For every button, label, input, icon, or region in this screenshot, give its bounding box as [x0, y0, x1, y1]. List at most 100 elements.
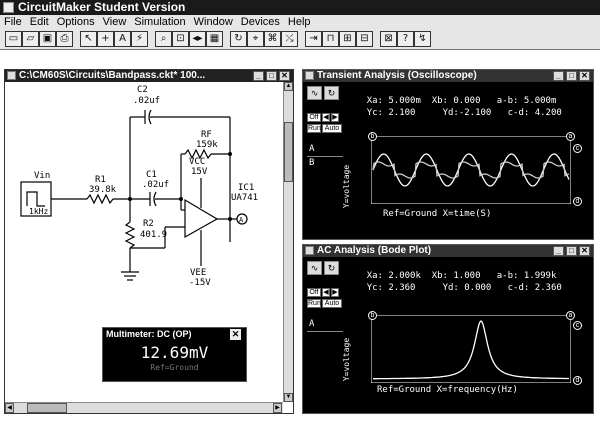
scope-settings-button[interactable]: ∿: [307, 261, 322, 275]
step-forward-button[interactable]: ▶: [331, 288, 339, 297]
capacitor-c2[interactable]: [148, 109, 152, 125]
waveform-icon[interactable]: ⊓: [322, 31, 339, 47]
horizontal-scrollbar[interactable]: ◀ ▶: [5, 402, 283, 413]
zoom-area-icon[interactable]: ⊡: [172, 31, 189, 47]
vertical-scrollbar[interactable]: ▲ ▼: [283, 82, 293, 402]
digital-sim-icon[interactable]: ⌘: [264, 31, 281, 47]
ac-y-axis-label: Y=voltage: [342, 337, 352, 382]
multimeter-title-bar: Multimeter: DC (OP) ✕: [103, 328, 246, 341]
cd-readout: c-d: 2.360: [507, 283, 562, 293]
close-button[interactable]: ✕: [579, 71, 590, 81]
close-button[interactable]: ✕: [579, 246, 590, 256]
ab-readout: a-b: 5.000m: [496, 96, 557, 106]
menu-simulation[interactable]: Simulation: [134, 16, 186, 28]
step-icon[interactable]: ⇥: [305, 31, 322, 47]
r2-label: R2: [143, 219, 154, 229]
save-icon[interactable]: ▣: [39, 31, 56, 47]
trace-icon[interactable]: ⊠: [380, 31, 397, 47]
capacitor-c1[interactable]: [153, 191, 157, 207]
window-icon: [305, 71, 314, 80]
help-icon[interactable]: ?: [397, 31, 414, 47]
zoom-icon[interactable]: ⌕: [155, 31, 172, 47]
multimeter-close-button[interactable]: ✕: [230, 329, 241, 340]
stop-icon[interactable]: ⊟: [356, 31, 373, 47]
search-device-icon[interactable]: ⌖: [247, 31, 264, 47]
probe-tool-icon[interactable]: ⚡: [131, 31, 148, 47]
resistor-rf[interactable]: [184, 148, 212, 160]
menu-edit[interactable]: Edit: [29, 16, 49, 28]
marker-c[interactable]: c: [573, 321, 582, 330]
maximize-button[interactable]: □: [266, 71, 277, 81]
menu-options[interactable]: Options: [56, 16, 95, 28]
menu-help[interactable]: Help: [287, 16, 311, 28]
minimize-button[interactable]: _: [553, 246, 564, 256]
transient-plot[interactable]: [371, 136, 571, 204]
menu-devices[interactable]: Devices: [240, 16, 280, 28]
text-tool-icon[interactable]: A: [114, 31, 131, 47]
auto-button[interactable]: Auto: [322, 299, 342, 308]
c2-value: .02uf: [133, 96, 160, 106]
multimeter-window[interactable]: Multimeter: DC (OP) ✕ 12.69mV Ref=Ground: [102, 327, 247, 382]
ac-readouts: Xa: 2.000k Xb: 1.000 a-b: 1.999k: [345, 260, 557, 293]
yd-readout: Yd: 0.000: [442, 283, 492, 293]
scroll-thumb[interactable]: [284, 122, 293, 182]
multimeter-value: 12.69mV: [140, 343, 209, 362]
run-icon[interactable]: ⊞: [339, 31, 356, 47]
context-help-icon[interactable]: ↯: [414, 31, 431, 47]
scope-reset-button[interactable]: ↻: [324, 261, 339, 275]
probe-a-label: A: [239, 216, 244, 224]
maximize-button[interactable]: □: [566, 71, 577, 81]
minimize-button[interactable]: _: [553, 71, 564, 81]
marker-a[interactable]: a: [566, 132, 575, 141]
close-button[interactable]: ✕: [279, 71, 290, 81]
marker-b[interactable]: b: [368, 132, 377, 141]
scroll-up-button[interactable]: ▲: [284, 82, 293, 91]
run-button[interactable]: Run: [307, 299, 321, 308]
horizontal-scroll-thumb[interactable]: [27, 403, 67, 413]
marker-b[interactable]: b: [368, 311, 377, 320]
maximize-button[interactable]: □: [566, 246, 577, 256]
arrow-tool-icon[interactable]: ↖: [80, 31, 97, 47]
scope-reset-button[interactable]: ↻: [324, 86, 339, 100]
marker-a[interactable]: a: [566, 311, 575, 320]
open-file-icon[interactable]: ▱: [22, 31, 39, 47]
trace-a-label[interactable]: A: [309, 319, 315, 329]
schematic-canvas[interactable]: C2 .02uf RF 159k VCC 15V Vin 1kHz R1 39.…: [5, 82, 283, 402]
trace-divider: [307, 156, 343, 157]
trace-b-label[interactable]: B: [309, 158, 315, 168]
macro-icon[interactable]: ▦: [206, 31, 223, 47]
scope-settings-button[interactable]: ∿: [307, 86, 322, 100]
off-button[interactable]: Off: [307, 288, 321, 297]
print-icon[interactable]: ⎙: [56, 31, 73, 47]
minimize-button[interactable]: _: [253, 71, 264, 81]
ac-plot[interactable]: [371, 315, 571, 383]
menu-file[interactable]: File: [4, 16, 22, 28]
resistor-r1[interactable]: [86, 193, 114, 205]
analog-probe-icon[interactable]: ⤯: [281, 31, 298, 47]
marker-c[interactable]: c: [573, 144, 582, 153]
step-back-button[interactable]: ◀: [322, 288, 330, 297]
resistor-r2[interactable]: [124, 221, 136, 249]
xa-readout: Xa: 5.000m: [366, 96, 421, 106]
ac-analysis-window: AC Analysis (Bode Plot) _ □ ✕ ∿ ↻ Xa: 2.…: [302, 244, 594, 414]
trace-a-label[interactable]: A: [309, 144, 315, 154]
menu-view[interactable]: View: [102, 16, 127, 28]
scroll-down-button[interactable]: ▼: [284, 393, 293, 402]
run-button[interactable]: Run: [307, 124, 321, 133]
scroll-left-button[interactable]: ◀: [5, 403, 14, 413]
auto-button[interactable]: Auto: [322, 124, 342, 133]
trace-divider: [307, 331, 343, 332]
scroll-right-button[interactable]: ▶: [273, 403, 282, 413]
step-back-button[interactable]: ◀: [322, 113, 330, 122]
probe-a[interactable]: [236, 213, 248, 225]
refresh-icon[interactable]: ↻: [230, 31, 247, 47]
marker-d[interactable]: d: [573, 376, 582, 385]
marker-d[interactable]: d: [573, 197, 582, 206]
wire-tool-icon[interactable]: +: [97, 31, 114, 47]
opamp-ic1[interactable]: [184, 198, 219, 239]
off-button[interactable]: Off: [307, 113, 321, 122]
new-file-icon[interactable]: ▭: [5, 31, 22, 47]
rotate-icon[interactable]: ◂▸: [189, 31, 206, 47]
menu-window[interactable]: Window: [193, 16, 233, 28]
step-forward-button[interactable]: ▶: [331, 113, 339, 122]
